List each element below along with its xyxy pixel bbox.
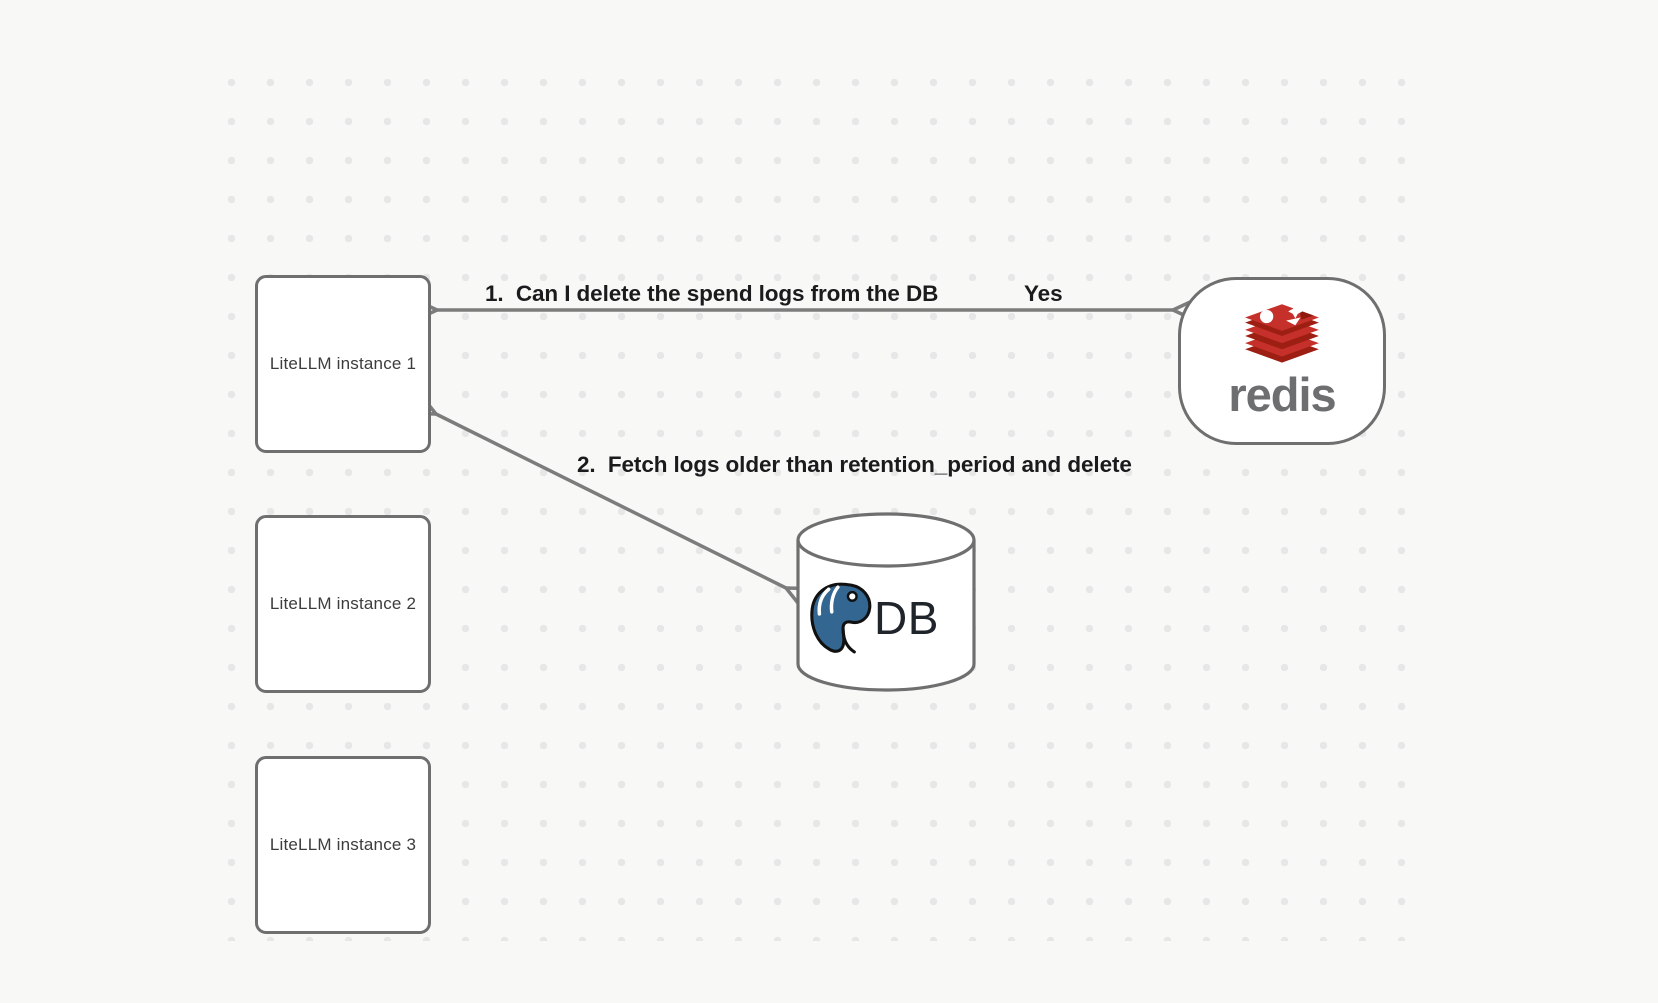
redis-wordmark: redis bbox=[1228, 368, 1336, 421]
node-litellm-instance-2-label: LiteLLM instance 2 bbox=[269, 594, 417, 613]
postgresql-logo-icon bbox=[810, 582, 872, 654]
arrow-1-response: Yes bbox=[1024, 281, 1063, 306]
node-litellm-instance-3-label: LiteLLM instance 3 bbox=[269, 835, 417, 854]
arrow-2-label: 2. Fetch logs older than retention_perio… bbox=[577, 452, 1132, 477]
node-litellm-instance-2: LiteLLM instance 2 bbox=[255, 515, 431, 693]
arrow-1-label: 1. Can I delete the spend logs from the … bbox=[485, 281, 939, 306]
redis-logo-icon bbox=[1245, 304, 1319, 363]
node-litellm-instance-1-label: LiteLLM instance 1 bbox=[269, 354, 417, 373]
database-content: DB bbox=[806, 576, 976, 660]
node-litellm-instance-1: LiteLLM instance 1 bbox=[255, 275, 431, 453]
database-label: DB bbox=[874, 592, 939, 644]
node-database-cylinder bbox=[796, 512, 976, 692]
node-redis: redis bbox=[1178, 277, 1386, 445]
node-litellm-instance-3: LiteLLM instance 3 bbox=[255, 756, 431, 934]
